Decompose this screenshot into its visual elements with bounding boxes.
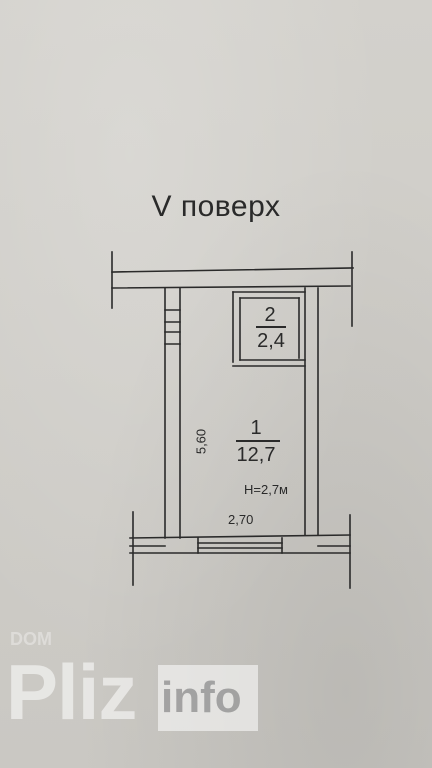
room-2-number: 2	[264, 304, 276, 326]
bottom-wall-upper	[129, 534, 351, 539]
watermark-box	[158, 665, 258, 731]
watermark-suffix-text: info	[161, 673, 242, 722]
top-wall-upper	[111, 267, 354, 273]
watermark-logo: DOM Pliz info	[6, 625, 266, 736]
room-1-number: 1	[250, 417, 262, 439]
room-1-area: 12,7	[236, 444, 276, 466]
room-1-fraction-line	[236, 440, 280, 442]
room-2-fraction-line	[256, 326, 286, 328]
watermark-brand-text: Pliz	[6, 648, 137, 736]
room-2-area: 2,4	[257, 330, 285, 352]
watermark-small-text: DOM	[10, 629, 52, 649]
floor-title: V поверх	[151, 190, 281, 223]
width-dimension: 2,70	[228, 512, 254, 527]
height-dimension: 5,60	[193, 428, 209, 455]
top-wall-lower	[111, 285, 351, 289]
ceiling-height-note: H=2,7м	[244, 482, 288, 497]
